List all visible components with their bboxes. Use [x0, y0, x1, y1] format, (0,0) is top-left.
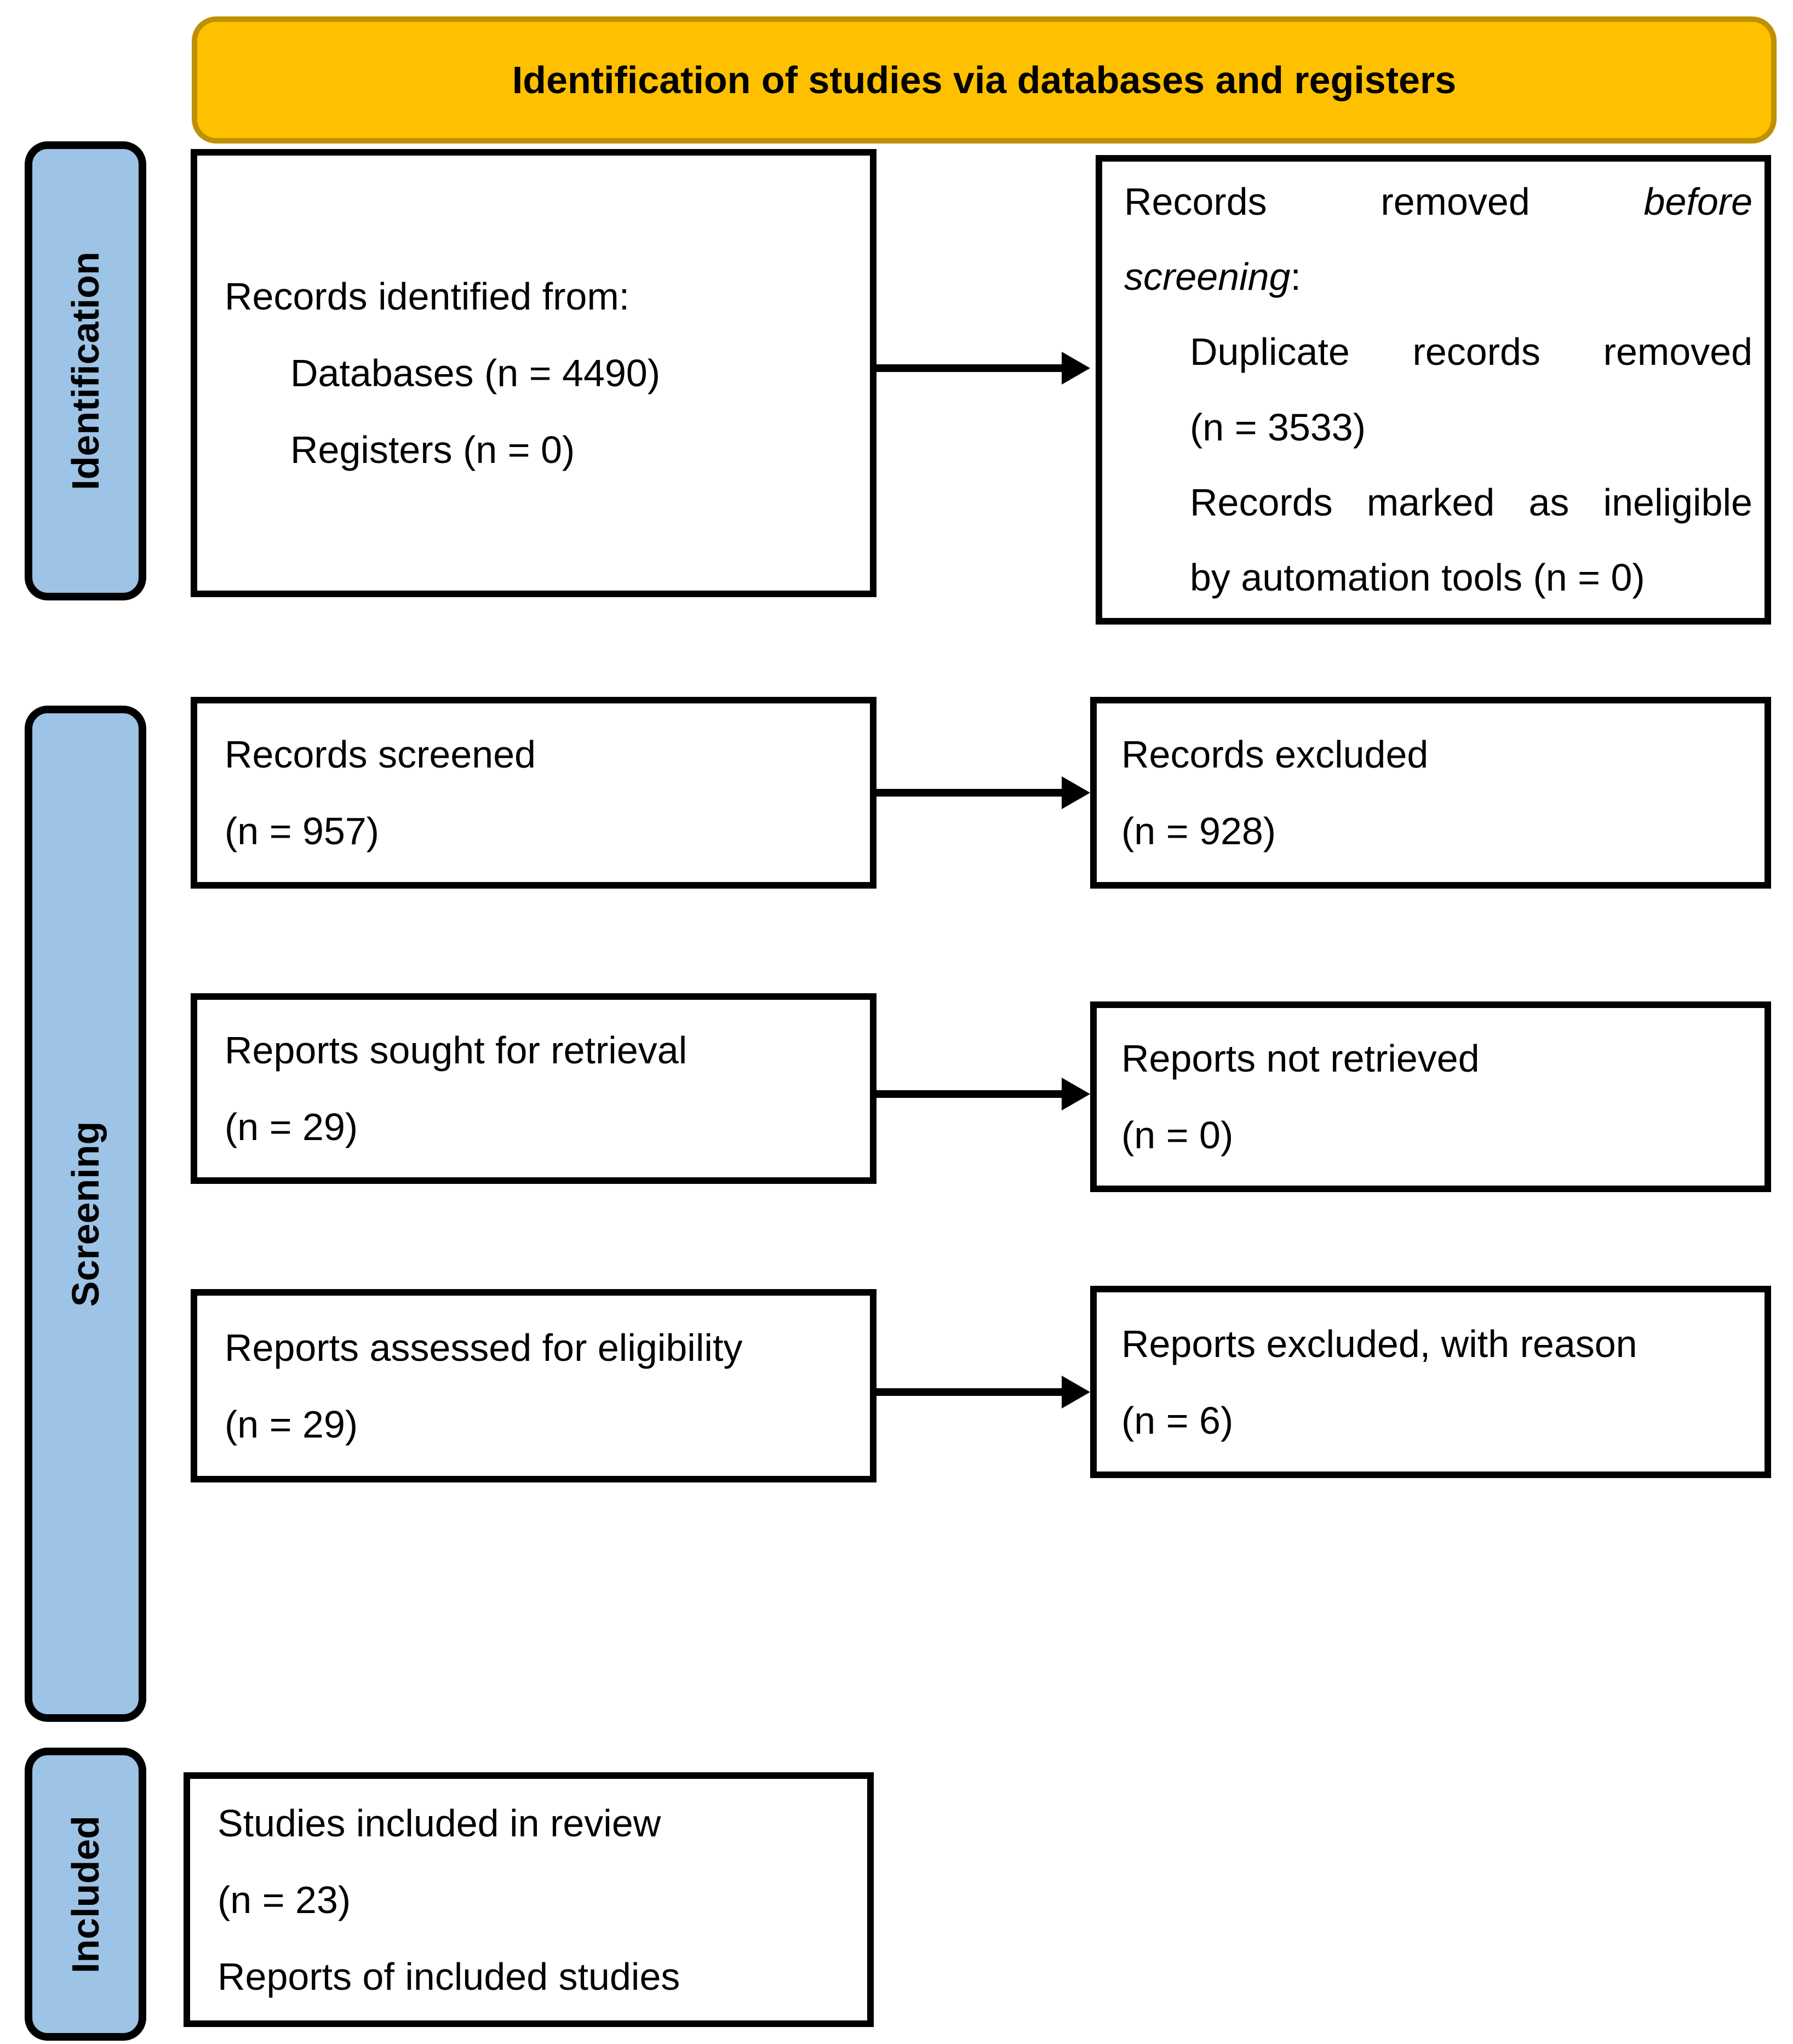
reports-not-retrieved-count: (n = 0): [1121, 1114, 1234, 1156]
banner-title: Identification of studies via databases …: [512, 59, 1457, 101]
reports-assessed-label: Reports assessed for eligibility: [225, 1326, 743, 1369]
records-ineligible-line2: by automation tools (n = 0): [1190, 556, 1645, 599]
box-reports-not-retrieved: Reports not retrieved (n = 0): [1090, 1001, 1771, 1192]
arrow-head-right-icon: [1062, 1376, 1090, 1409]
reports-not-retrieved-label: Reports not retrieved: [1121, 1037, 1480, 1080]
box-records-screened: Records screened (n = 957): [191, 697, 877, 889]
studies-included-label: Studies included in review: [217, 1801, 661, 1845]
records-identified-databases: Databases (n = 4490): [290, 352, 661, 394]
records-removed-heading-line1: Records removed before: [1124, 180, 1753, 223]
stage-label-identification-text: Identification: [64, 251, 107, 490]
arrow-shaft: [875, 1388, 1063, 1396]
box-studies-included-in-review: Studies included in review (n = 23) Repo…: [184, 1772, 874, 2027]
reports-sought-count: (n = 29): [225, 1106, 358, 1148]
stage-label-included-text: Included: [64, 1815, 107, 1973]
box-reports-assessed-for-eligibility: Reports assessed for eligibility (n = 29…: [191, 1289, 877, 1482]
records-excluded-count: (n = 928): [1121, 810, 1276, 852]
arrow-head-right-icon: [1062, 1078, 1090, 1110]
records-identified-registers: Registers (n = 0): [290, 428, 575, 471]
records-ineligible-line1: Records marked as ineligible: [1190, 480, 1752, 524]
arrow-head-right-icon: [1062, 776, 1090, 809]
box-records-excluded: Records excluded (n = 928): [1090, 697, 1771, 889]
reports-assessed-count: (n = 29): [225, 1402, 358, 1446]
arrow-head-right-icon: [1062, 352, 1090, 385]
stage-label-screening: Screening: [25, 706, 146, 1722]
arrow-shaft: [875, 364, 1063, 372]
stage-label-screening-text: Screening: [64, 1121, 107, 1307]
reports-excluded-count: (n = 6): [1121, 1399, 1234, 1442]
reports-excluded-label: Reports excluded, with reason: [1121, 1322, 1637, 1365]
records-excluded-label: Records excluded: [1121, 733, 1429, 776]
records-screened-count: (n = 957): [225, 810, 380, 852]
box-reports-excluded-with-reason: Reports excluded, with reason (n = 6): [1090, 1286, 1771, 1478]
duplicate-records-removed-line1: Duplicate records removed: [1190, 330, 1752, 374]
duplicate-records-removed-line2: (n = 3533): [1190, 405, 1366, 449]
box-records-removed-before-screening: Records removed before screening: Duplic…: [1096, 155, 1771, 625]
arrow-shaft: [875, 789, 1063, 797]
records-screened-label: Records screened: [225, 733, 536, 776]
banner-identification-of-studies: Identification of studies via databases …: [192, 16, 1777, 144]
box-reports-sought-for-retrieval: Reports sought for retrieval (n = 29): [191, 993, 877, 1184]
reports-sought-label: Reports sought for retrieval: [225, 1029, 688, 1072]
box-records-identified: Records identified from: Databases (n = …: [191, 149, 877, 597]
reports-of-included-studies-label: Reports of included studies: [217, 1955, 680, 1998]
arrow-shaft: [875, 1090, 1063, 1098]
records-removed-heading-line2: screening:: [1124, 255, 1301, 299]
studies-included-count: (n = 23): [217, 1878, 351, 1921]
stage-label-identification: Identification: [25, 141, 146, 600]
records-identified-heading: Records identified from:: [225, 275, 630, 318]
stage-label-included: Included: [25, 1748, 146, 2041]
